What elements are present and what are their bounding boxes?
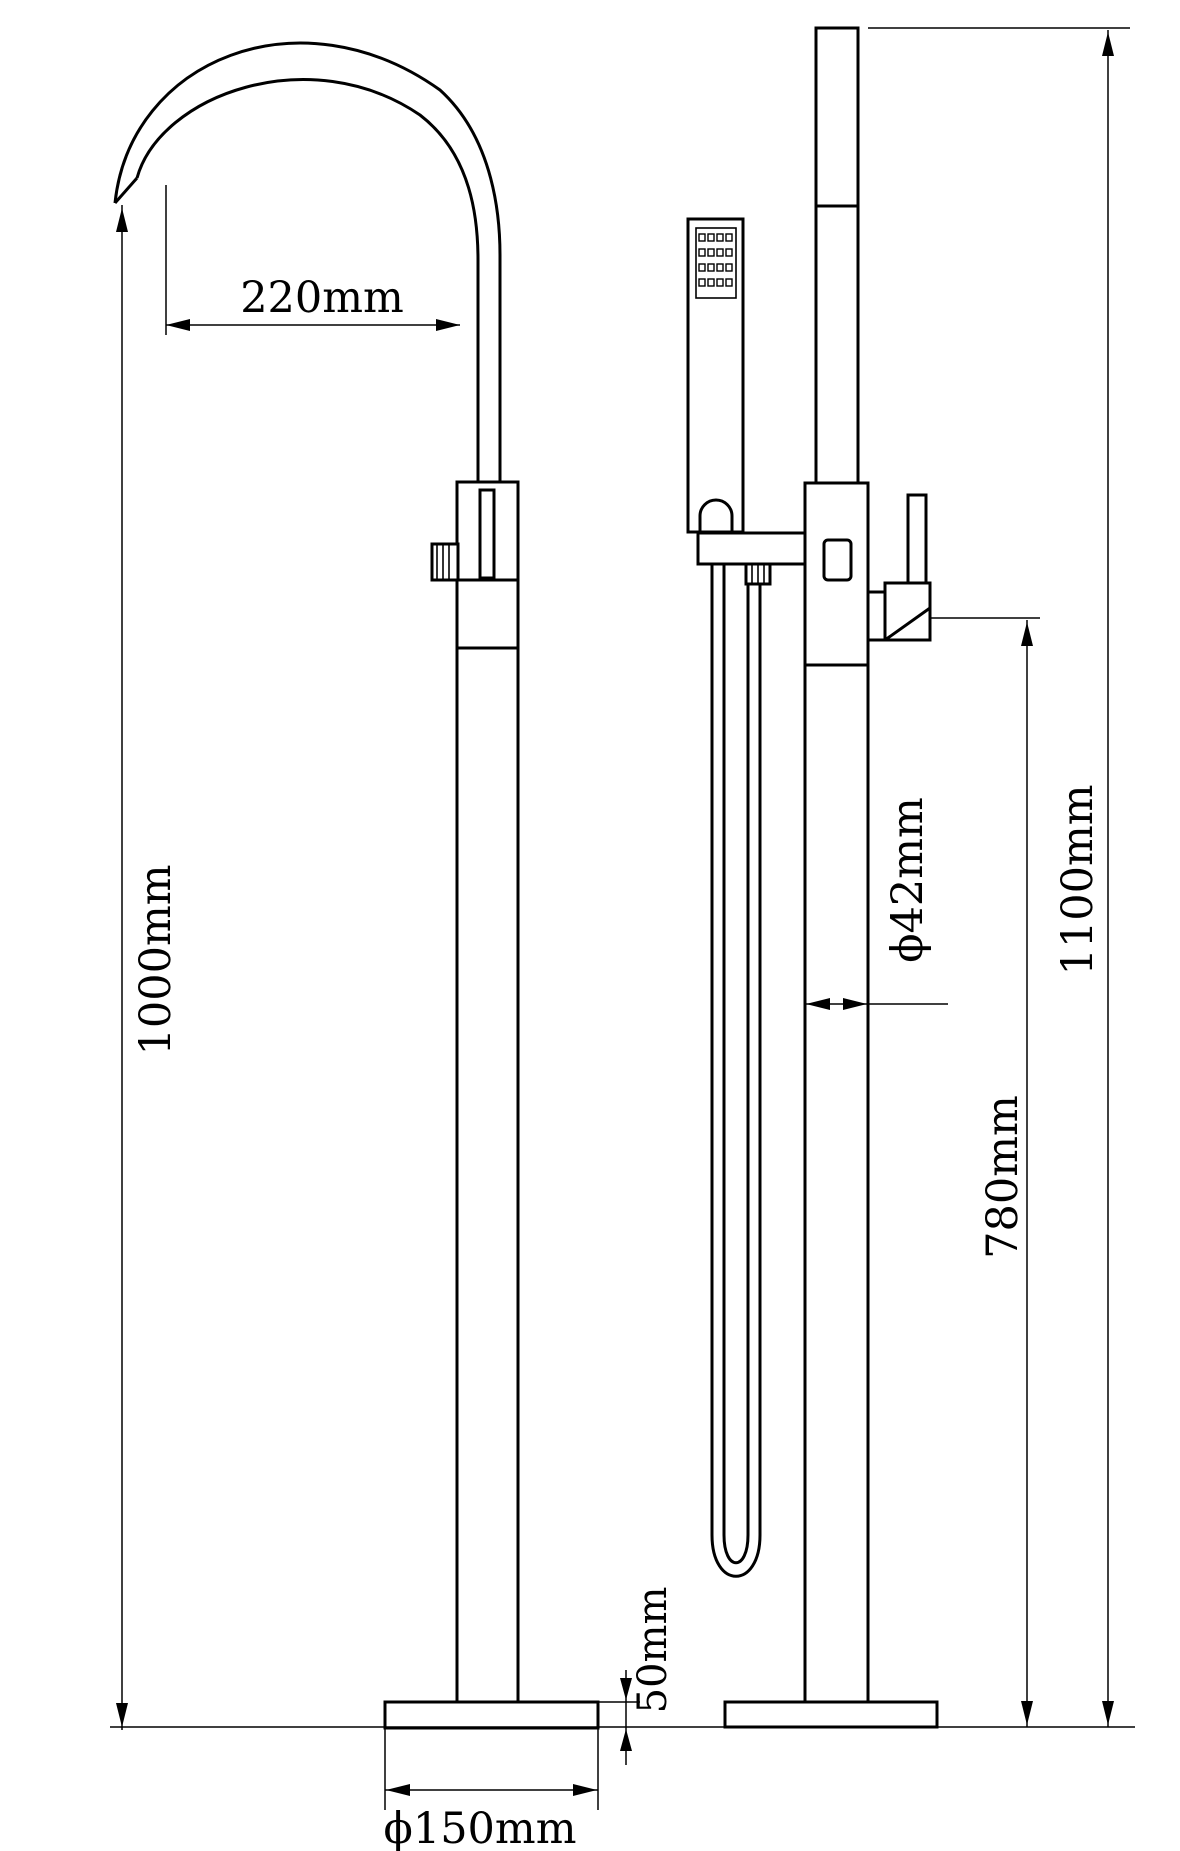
nozzle <box>698 233 706 242</box>
nozzle <box>707 233 715 242</box>
dim-holder-height-label: 780mm <box>978 1095 1028 1259</box>
dim-base-thickness: 50mm <box>598 1587 676 1765</box>
nozzle <box>716 263 724 272</box>
nozzle <box>725 233 733 242</box>
lever-handle <box>906 493 928 592</box>
mixer-slot <box>478 488 496 580</box>
mixer-window <box>822 538 853 582</box>
nozzle <box>716 248 724 257</box>
dim-spout-reach: 220mm <box>165 185 460 335</box>
dim-spout-reach-label: 220mm <box>240 273 404 323</box>
diameter-symbol-base: ϕ <box>384 1804 413 1851</box>
riser-pipe-side <box>803 663 870 1704</box>
dim-total-height-label: 1100mm <box>1053 785 1103 976</box>
dim-pipe-diameter-value: 42mm <box>883 797 933 933</box>
nozzle <box>716 233 724 242</box>
mixer-lever-knob <box>430 542 460 582</box>
dim-faucet-height: 1000mm <box>110 205 1135 1730</box>
handshower-nozzle-grid <box>698 233 733 287</box>
mixer-housing <box>455 578 520 650</box>
dim-pipe-diameter-label: ϕ42mm <box>883 797 933 963</box>
nozzle <box>725 263 733 272</box>
floor-base-side <box>723 1700 939 1729</box>
nozzle <box>725 248 733 257</box>
nozzle <box>698 263 706 272</box>
dim-base-diameter-label: ϕ150mm <box>384 1804 577 1851</box>
floor-base <box>383 1700 600 1730</box>
diameter-symbol: ϕ <box>883 933 933 962</box>
dim-pipe-diameter: ϕ42mm <box>805 797 948 1010</box>
spout-tip <box>113 177 139 204</box>
dim-base-thickness-label: 50mm <box>630 1587 676 1714</box>
nozzle <box>698 278 706 287</box>
handshower-holder <box>696 531 807 566</box>
nozzle <box>716 278 724 287</box>
dim-holder-height: 780mm <box>930 617 1040 1727</box>
riser-pipe <box>455 646 520 1704</box>
side-view <box>686 26 939 1729</box>
front-view <box>113 41 600 1730</box>
nozzle <box>707 263 715 272</box>
spout-outer-arc <box>113 41 502 482</box>
spout-column <box>814 26 860 485</box>
dim-faucet-height-label: 1000mm <box>131 865 181 1056</box>
dim-total-height: 1100mm <box>868 27 1130 1727</box>
nozzle <box>707 278 715 287</box>
nozzle <box>725 278 733 287</box>
spout-inner-arc <box>135 78 480 482</box>
nozzle <box>707 248 715 257</box>
dim-base-diameter-value: 150mm <box>413 1804 577 1851</box>
dim-base-diameter: ϕ150mm <box>384 1728 599 1851</box>
nozzle <box>698 248 706 257</box>
shower-hose <box>710 564 762 1578</box>
handshower <box>686 217 745 534</box>
